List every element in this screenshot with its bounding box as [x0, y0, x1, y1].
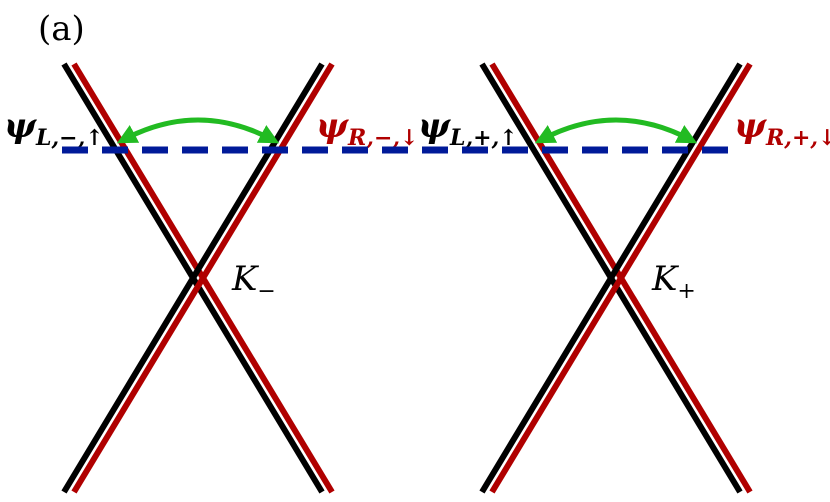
- valley-label: K+: [651, 259, 696, 304]
- valley-label: K−: [231, 259, 276, 304]
- state-label-base: ψ: [418, 106, 451, 146]
- valley-k-plus: ψL,+,↑ ψR,+,↓ K+: [418, 62, 830, 494]
- valley-k-minus: ψL,−,↑ ψR,−,↓ K−: [4, 62, 418, 494]
- state-label-base: ψ: [734, 106, 767, 146]
- panel-label: (a): [38, 9, 85, 49]
- band-right-red: [489, 62, 753, 494]
- state-label-right: ψR,−,↓: [316, 106, 418, 151]
- scattering-arrow: [534, 117, 698, 144]
- valley-label-subscript: −: [257, 279, 275, 304]
- state-label-right: ψR,+,↓: [734, 106, 830, 151]
- state-label-left: ψL,−,↑: [4, 106, 104, 151]
- valley-label-subscript: +: [677, 279, 695, 304]
- state-label-left: ψL,+,↑: [418, 106, 518, 151]
- valley-label-base: K: [231, 259, 260, 299]
- state-label-base: ψ: [316, 106, 349, 146]
- band-right-red: [71, 62, 335, 494]
- state-label-subscript: R,+,↓: [765, 125, 830, 151]
- valley-label-base: K: [651, 259, 680, 299]
- state-label-base: ψ: [4, 106, 37, 146]
- scattering-arrow: [116, 117, 280, 144]
